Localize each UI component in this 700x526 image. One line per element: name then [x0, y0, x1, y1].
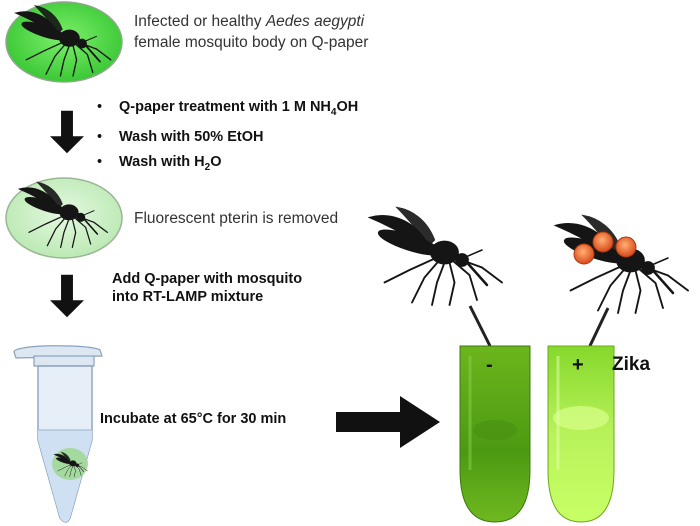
positive-sign: +: [572, 354, 584, 376]
right-arrow-icon: [336, 396, 440, 448]
step5-caption: Incubate at 65°C for 30 min: [100, 411, 287, 427]
negative-result-tube: [459, 345, 531, 523]
reaction-tube: [13, 345, 103, 523]
treatment-step-1: Q-paper treatment with 1 M NH4OH: [97, 95, 437, 125]
virus-icon: [573, 231, 637, 265]
step4-text-line2: into RT-LAMP mixture: [112, 289, 264, 305]
step4-text-line1: Add Q-paper with mosquito: [112, 271, 303, 287]
step1-text-line2: female mosquito body on Q-paper: [134, 34, 369, 51]
down-arrow-icon: [50, 274, 84, 318]
species-name: Aedes aegypti: [265, 13, 365, 30]
healthy-mosquito: [368, 206, 504, 351]
mosquito-icon: [554, 214, 690, 315]
infected-sample-circle: [5, 1, 123, 83]
treatment-step-2: Wash with 50% EtOH: [97, 125, 437, 150]
step4-caption: Add Q-paper with mosquito into RT-LAMP m…: [112, 270, 302, 306]
negative-sign: -: [486, 354, 493, 376]
step1-text: Infected or healthy: [134, 13, 266, 30]
mosquito-icon: [368, 206, 504, 307]
treatment-steps: Q-paper treatment with 1 M NH4OHWash wit…: [97, 95, 437, 180]
treated-sample-circle: [5, 177, 123, 259]
down-arrow-icon: [50, 110, 84, 154]
step1-caption: Infected or healthy Aedes aegypti female…: [134, 11, 434, 53]
zika-label: Zika: [612, 354, 651, 375]
positive-result-tube: [547, 345, 615, 523]
treatment-step-3: Wash with H2O: [97, 150, 437, 180]
infected-mosquito: [554, 214, 690, 351]
step3-caption: Fluorescent pterin is removed: [134, 210, 339, 227]
